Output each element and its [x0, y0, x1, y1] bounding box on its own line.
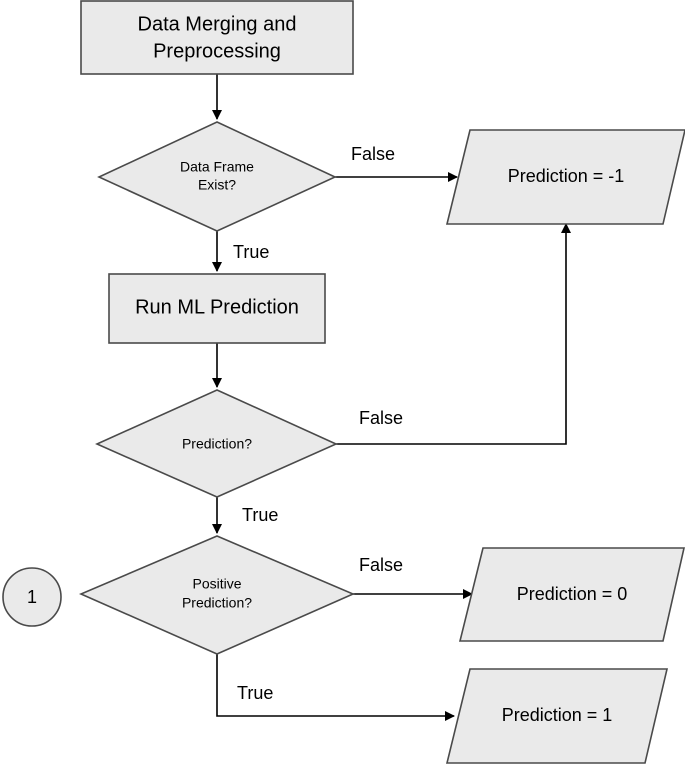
edge-label-true: True: [233, 242, 269, 262]
decision-label-line2: Exist?: [198, 177, 236, 193]
process-label-line1: Data Merging and: [138, 13, 297, 35]
edge-label-false: False: [351, 144, 395, 164]
output-label: Prediction = 0: [517, 584, 628, 604]
edges: [212, 74, 571, 721]
decision-data-frame-exist: Data Frame Exist?: [97, 121, 337, 232]
process-label: Run ML Prediction: [135, 296, 299, 318]
output-prediction-1: Prediction = 1: [445, 668, 669, 764]
decision-label: Prediction?: [182, 436, 252, 452]
decision-label-line1: Data Frame: [180, 159, 254, 175]
edge-label-true: True: [237, 683, 273, 703]
output-label: Prediction = 1: [502, 705, 613, 725]
process-run-ml-prediction: Run ML Prediction: [108, 273, 326, 344]
edge-label-false: False: [359, 408, 403, 428]
decision-label-line2: Prediction?: [182, 595, 252, 611]
process-label-line2: Preprocessing: [153, 40, 281, 62]
decision-prediction: Prediction?: [95, 389, 338, 498]
output-prediction-minus-1: Prediction = -1: [445, 129, 685, 225]
edge-label-false: False: [359, 555, 403, 575]
connector-label: 1: [27, 587, 37, 607]
output-label: Prediction = -1: [508, 166, 625, 186]
edge-positive-true: [216, 654, 455, 721]
connector-circle-1: 1: [2, 567, 62, 627]
output-prediction-0: Prediction = 0: [458, 547, 685, 642]
process-data-merging: Data Merging and Preprocessing: [80, 0, 354, 75]
decision-positive-prediction: Positive Prediction?: [78, 535, 356, 655]
edge-predq-false: [336, 223, 571, 445]
edge-label-true: True: [242, 505, 278, 525]
decision-label-line1: Positive: [192, 576, 241, 592]
